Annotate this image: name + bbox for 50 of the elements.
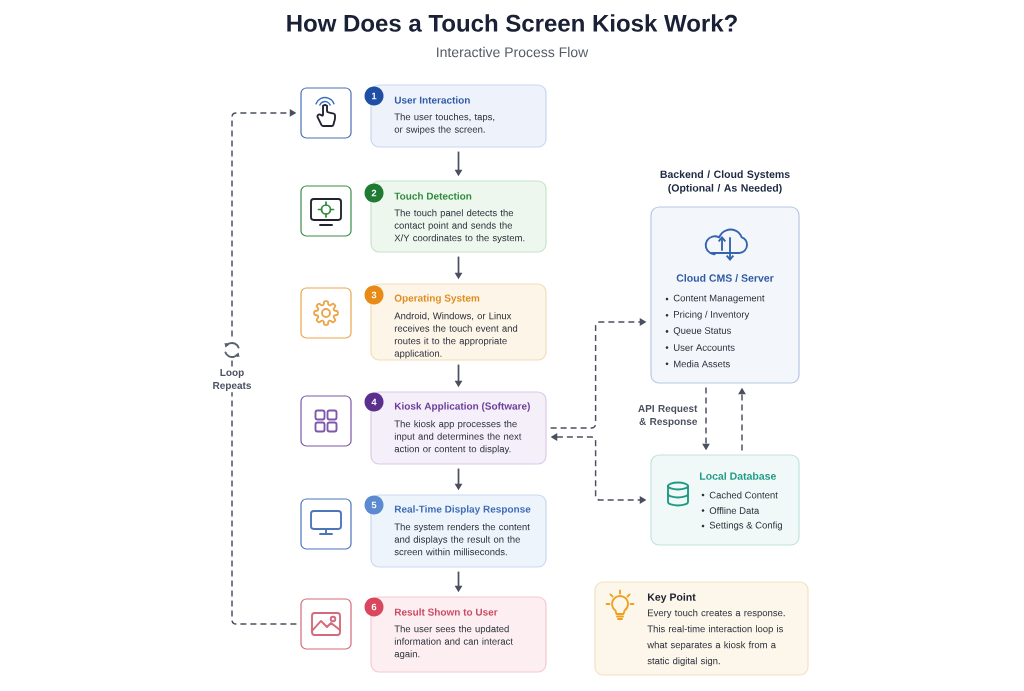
number-badge: 3	[364, 285, 384, 305]
app-grid-icon	[300, 395, 352, 447]
list-item: Offline Data	[709, 507, 760, 514]
list-item: Queue Status	[673, 327, 731, 336]
subtitle: Interactive Process Flow	[437, 46, 589, 58]
list-item: Pricing / Inventory	[674, 310, 750, 320]
step-box	[370, 180, 547, 253]
gear-icon	[300, 287, 352, 339]
step-title: Kiosk Application (Software)	[394, 402, 530, 412]
main-title: How Does a Touch Screen Kiosk Work?	[287, 14, 737, 32]
info-box	[594, 581, 809, 676]
step-description: The system renders the content and displays the result on the screen within milliseconds.	[394, 523, 530, 556]
number-badge: 2	[364, 183, 384, 203]
box-title: Cloud CMS / Server	[676, 274, 774, 282]
info-box	[650, 454, 800, 546]
step-description: The user touches, taps, or swipes the screen.	[394, 113, 495, 135]
info-box	[650, 206, 800, 384]
edge-label: API Request & Response	[632, 403, 699, 429]
step-description: The user sees the updated information and can interact again.	[394, 625, 513, 660]
list-item: User Accounts	[674, 344, 735, 351]
step-box	[370, 283, 547, 361]
list-item: Media Assets	[674, 360, 730, 368]
step-box	[370, 84, 547, 148]
number-badge: 5	[364, 495, 384, 515]
step-box	[370, 494, 547, 568]
step-title: Real-Time Display Response	[394, 505, 531, 515]
step-box	[370, 391, 547, 465]
step-description: Android, Windows, or Linux receives the touch event and routes it to the appropriate application.	[394, 312, 518, 359]
box-title: Local Database	[700, 472, 776, 480]
image-icon	[300, 598, 352, 650]
step-description: The touch panel detects the contact point and sends the X/Y coordinates to the system.	[394, 209, 525, 244]
touchscreen-icon	[300, 185, 352, 237]
section-heading: Backend / Cloud Systems (Optional / As Needed)	[660, 170, 790, 194]
box-title: Key Point	[648, 593, 696, 603]
list-item: Cached Content	[709, 491, 778, 499]
number-badge: 6	[364, 597, 384, 617]
number-badge: 4	[364, 392, 384, 412]
monitor-icon	[300, 498, 352, 550]
step-box	[370, 596, 547, 673]
step-description: The kiosk app processes the input and determines the next action or content to display.	[394, 420, 522, 455]
list-item: Content Management	[673, 294, 765, 304]
step-title: Result Shown to User	[394, 608, 498, 616]
edge-label: Loop Repeats	[206, 367, 258, 393]
step-title: Touch Detection	[394, 192, 472, 200]
list-item: Settings & Config	[709, 521, 782, 531]
number-badge: 1	[364, 86, 384, 106]
tap-hand-icon	[300, 87, 352, 139]
note-text: Every touch creates a response. This real-time interaction loop is what separates a kiosk from a static digital sign.	[647, 609, 785, 667]
step-title: Operating System	[394, 294, 480, 304]
step-title: User Interaction	[394, 96, 470, 104]
